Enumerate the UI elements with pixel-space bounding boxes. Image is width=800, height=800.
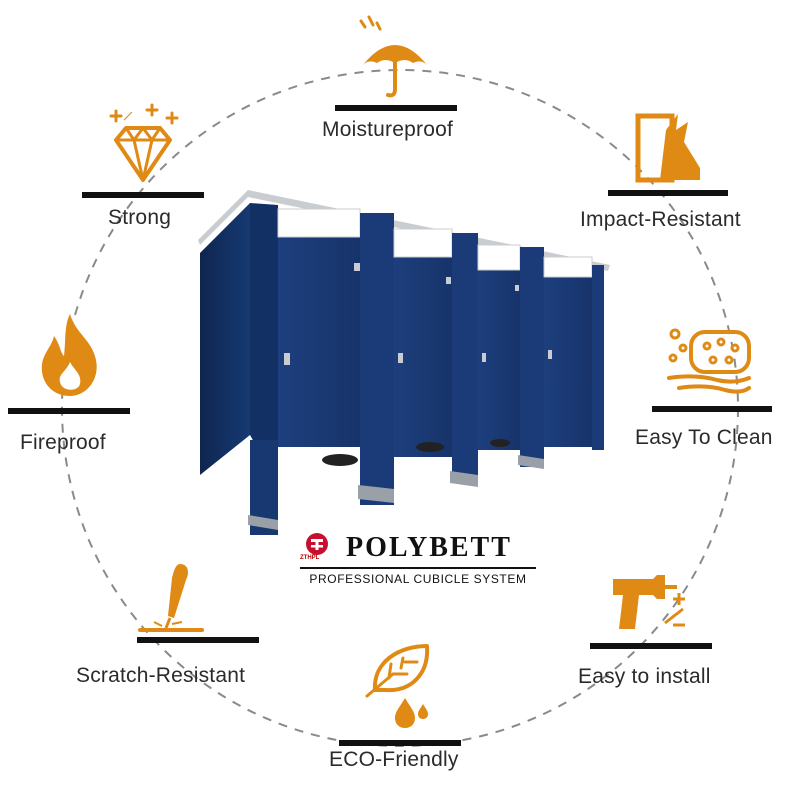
flame-icon xyxy=(41,314,97,396)
feature-label: Impact-Resistant xyxy=(580,208,741,231)
sponge-icon xyxy=(667,328,751,394)
feature-easy-to-clean: Easy To Clean xyxy=(630,322,800,457)
leaf-drops-icon xyxy=(365,644,430,728)
diamond-icon xyxy=(109,103,179,182)
feature-fireproof: Fireproof xyxy=(8,310,133,460)
brand-block: ZTHPL POLYBETT PROFESSIONAL CUBICLE SYST… xyxy=(300,530,536,590)
feature-eco-friendly: ECO-Friendly xyxy=(329,640,485,775)
feature-strong: Strong xyxy=(82,100,207,235)
drill-icon xyxy=(613,575,685,629)
brand-name: POLYBETT xyxy=(346,532,512,563)
feature-moistureproof: Moistureproof xyxy=(322,15,465,145)
feature-scratch-resistant: Scratch-Resistant xyxy=(72,560,272,695)
brand-tagline: PROFESSIONAL CUBICLE SYSTEM xyxy=(309,572,527,586)
impact-icon xyxy=(635,113,700,183)
feature-impact-resistant: Impact-Resistant xyxy=(578,108,768,238)
feature-label: ECO-Friendly xyxy=(329,748,459,771)
feature-label: Moistureproof xyxy=(322,118,453,141)
feature-label: Strong xyxy=(108,206,172,229)
umbrella-icon xyxy=(359,15,427,98)
cubicle-illustration xyxy=(198,190,610,535)
brand-divider xyxy=(300,567,536,569)
feature-label: Fireproof xyxy=(20,431,106,454)
feature-label: Scratch-Resistant xyxy=(76,664,246,687)
feature-easy-to-install: Easy to install xyxy=(575,565,765,695)
feature-label: Easy to install xyxy=(578,665,711,688)
brand-logo-mark: ZTHPL xyxy=(300,555,320,561)
brand-logo-icon xyxy=(306,533,328,555)
feature-label: Easy To Clean xyxy=(635,426,773,449)
scratch-tool-icon xyxy=(138,564,204,632)
